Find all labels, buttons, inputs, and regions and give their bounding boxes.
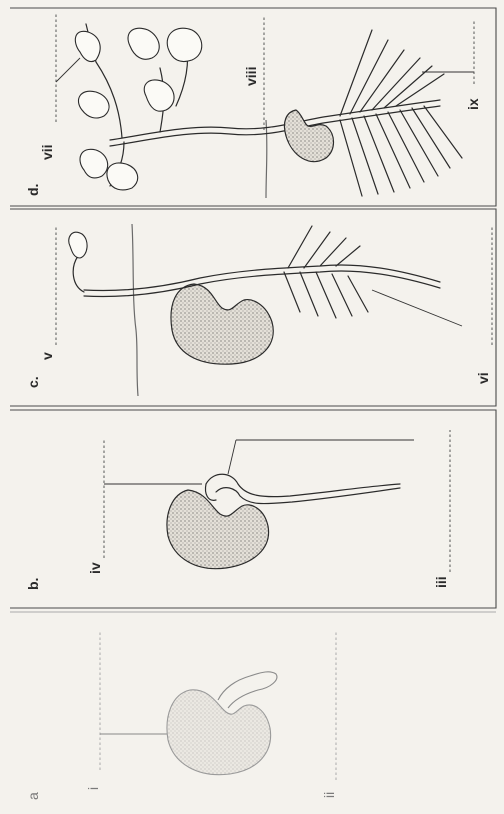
panel-b-leader-iii-tip [228,440,236,474]
panel-c-letter: c. [25,376,41,388]
panel-c-plumule [69,232,87,258]
panel-d-seed [284,110,333,162]
panel-d-leaf-1 [75,31,100,61]
panel-b-hook [205,484,216,500]
panel-d: d. vii viii ix [25,12,481,198]
panel-d-leaf-7 [144,80,174,111]
panel-a-label-ii: ii [321,792,337,798]
panel-d-leaf-6 [167,28,202,61]
panel-c-stem [84,265,440,291]
panel-a-label-i: i [85,787,101,790]
panel-c-stem-edge [84,271,440,297]
panel-d-leader-vii [56,58,80,82]
panel-c-leader-vi [372,290,462,326]
panel-d-soil-line [266,120,267,198]
panel-b-radicle [206,474,400,496]
panel-a: a i ii [25,632,337,800]
panel-c-label-vi: vi [475,372,491,384]
panel-b-seed [167,490,269,569]
panel-a-letter: a [25,792,41,800]
panel-d-roots [340,30,462,196]
panel-a-seed [167,690,271,775]
panel-c-label-v: v [39,352,55,360]
panel-d-label-vii: vii [39,144,55,160]
panel-c-soil-line [132,224,138,396]
panel-b-letter: b. [25,578,41,590]
panel-d-leaf-3 [80,149,108,178]
panel-c-seed [171,284,273,364]
panel-d-leaf-5 [128,28,159,59]
panel-b-label-iii: iii [433,576,449,588]
panel-d-leaf-2 [78,91,109,118]
panel-d-label-ix: ix [465,98,481,110]
panel-d-label-viii: viii [243,67,259,86]
panel-d-leaf-4 [107,163,138,190]
panel-c: c. v vi [25,224,492,396]
panel-a-radicle [218,672,277,708]
panel-d-letter: d. [25,184,41,196]
panel-b: b. iv iii [25,430,450,590]
panel-b-label-iv: iv [87,562,103,574]
